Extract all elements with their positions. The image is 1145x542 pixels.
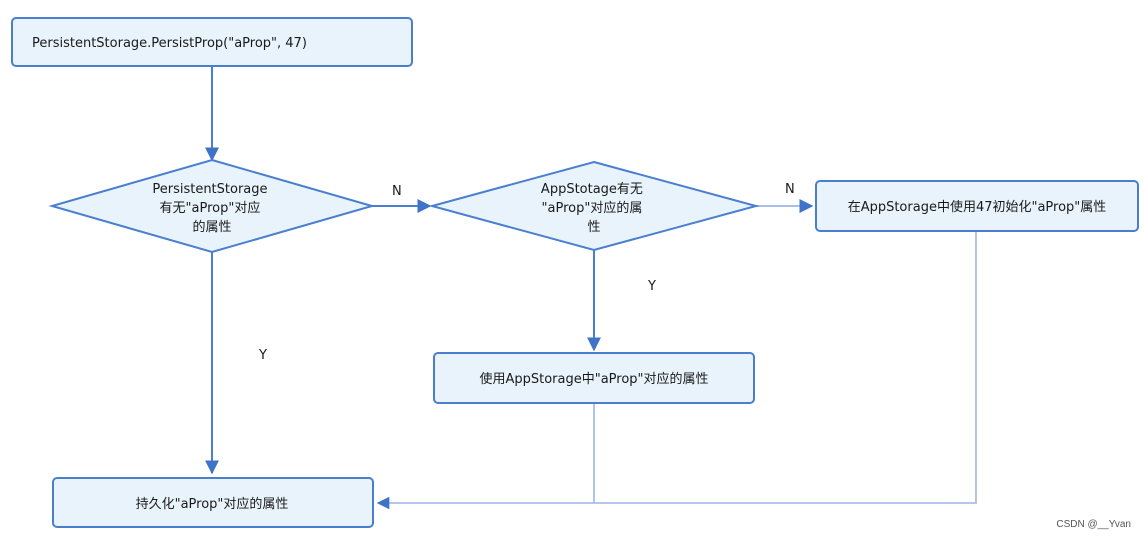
- decision-app-line-3: 性: [587, 220, 600, 235]
- start-node-label: PersistentStorage.PersistProp("aProp", 4…: [32, 36, 307, 51]
- watermark: CSDN @__Yvan: [1056, 519, 1131, 530]
- decision-app-diamond: [428, 160, 760, 252]
- edge-init-app-to-persist: [594, 231, 977, 504]
- decision-app-line-1: AppStotage有无: [541, 182, 643, 197]
- decision-persistent-line-3: 的属性: [192, 219, 231, 235]
- edge-use-app-to-persist: [376, 404, 595, 510]
- persistent-yes-label: Y: [258, 348, 267, 363]
- decision-persistent-diamond: [48, 158, 376, 254]
- start-node-box: [11, 17, 413, 67]
- init-app-node-label: 在AppStorage中使用47初始化"aProp"属性: [848, 199, 1107, 215]
- persist-node-label: 持久化"aProp"对应的属性: [136, 496, 289, 512]
- decision-app-line-2: "aProp"对应的属: [542, 200, 643, 216]
- decision-persistent-line-2: 有无"aProp"对应: [160, 200, 261, 216]
- decision-persistent-label: PersistentStorage 有无"aProp"对应 的属性: [152, 182, 271, 235]
- app-yes-label: Y: [647, 279, 656, 294]
- use-app-node-box: [433, 352, 755, 404]
- init-app-node-box: [815, 180, 1139, 232]
- persist-node-box: [52, 477, 374, 528]
- persistent-no-label: N: [392, 184, 402, 199]
- nodes: PersistentStorage.PersistProp("aProp", 4…: [11, 17, 1139, 528]
- edge-labels: N Y N Y: [258, 182, 795, 363]
- decision-persistent-line-1: PersistentStorage: [152, 182, 267, 197]
- decision-app-label: AppStotage有无 "aProp"对应的属 性: [541, 182, 647, 235]
- edges: [205, 66, 977, 510]
- app-no-label: N: [785, 182, 795, 197]
- use-app-node-label: 使用AppStorage中"aProp"对应的属性: [479, 371, 708, 387]
